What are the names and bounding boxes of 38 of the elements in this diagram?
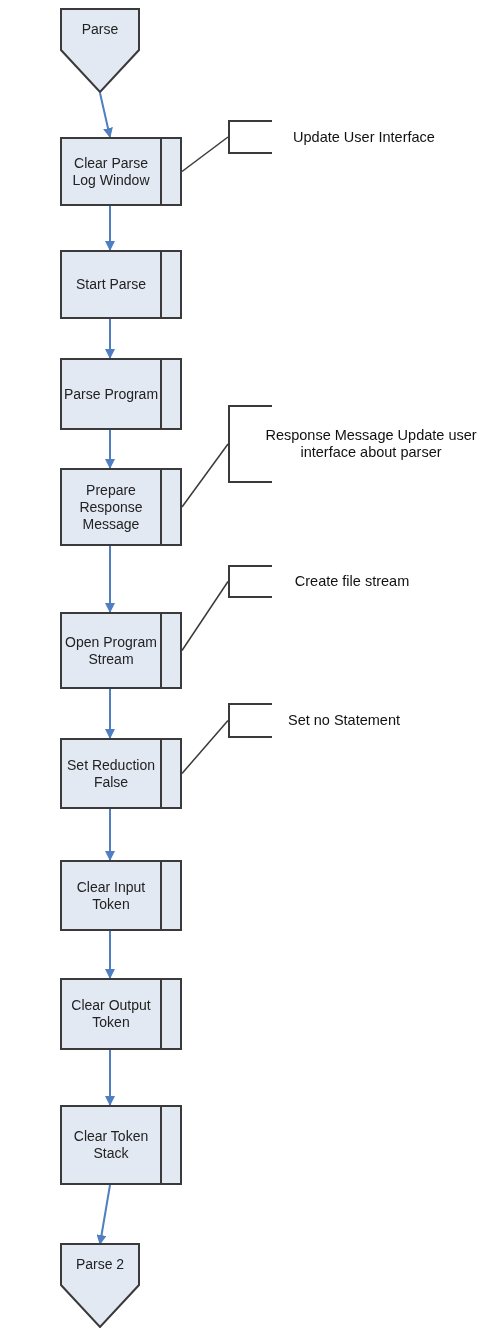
flow-arrow bbox=[105, 429, 115, 469]
annotation-text: Create file stream bbox=[294, 573, 410, 590]
node-label: Prepare Response Message bbox=[78, 481, 144, 533]
node-label: Clear Input Token bbox=[75, 878, 147, 913]
node-label: Clear Token Stack bbox=[72, 1128, 150, 1162]
flow-arrow bbox=[99, 92, 113, 138]
flow-arrow bbox=[105, 688, 115, 739]
flow-arrow bbox=[96, 1184, 111, 1245]
flow-arrow bbox=[105, 930, 115, 979]
node-label: Parse Program bbox=[63, 385, 159, 403]
leader-line bbox=[181, 136, 229, 173]
predefined-process-box bbox=[60, 860, 182, 931]
predefined-process-box bbox=[60, 978, 182, 1050]
predefined-process-box bbox=[60, 1105, 182, 1185]
predefined-process-box bbox=[60, 612, 182, 689]
predefined-process-box bbox=[60, 250, 182, 319]
flow-arrow bbox=[105, 205, 115, 251]
leader-line bbox=[181, 719, 229, 775]
flow-arrow bbox=[105, 318, 115, 359]
annotation-text: Update User Interface bbox=[293, 128, 435, 146]
predefined-process-box bbox=[60, 468, 182, 546]
flow-arrow bbox=[105, 808, 115, 861]
leader-line bbox=[181, 443, 229, 508]
flow-arrow bbox=[105, 1049, 115, 1106]
predefined-process-box bbox=[60, 137, 182, 206]
node-label: Parse bbox=[81, 20, 119, 38]
node-label: Open Program Stream bbox=[64, 633, 158, 668]
leader-line bbox=[181, 580, 229, 652]
node-label: Start Parse bbox=[76, 276, 146, 293]
annotation-text: Set no Statement bbox=[287, 712, 400, 729]
node-label: Parse 2 bbox=[75, 1255, 125, 1273]
predefined-process-box bbox=[60, 358, 182, 430]
predefined-process-box bbox=[60, 738, 182, 809]
node-label: Clear Output Token bbox=[70, 997, 152, 1031]
annotation-text: Response Message Update user interface about parser bbox=[264, 427, 478, 461]
flow-arrow bbox=[105, 545, 115, 613]
node-label: Clear Parse Log Window bbox=[71, 154, 151, 189]
node-label: Set Reduction False bbox=[66, 756, 156, 791]
